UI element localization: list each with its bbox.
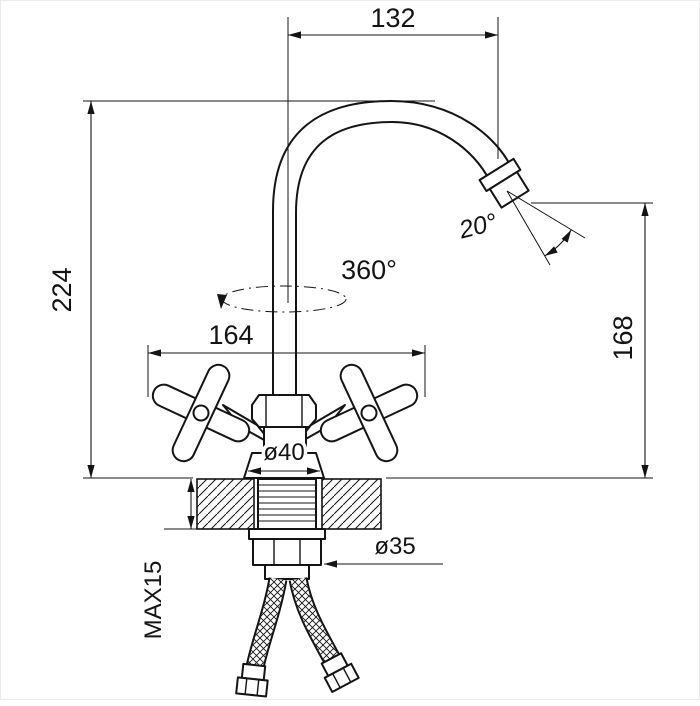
supply-hose-left <box>245 577 288 670</box>
dim-132-label: 132 <box>370 3 415 33</box>
hose-fitting-right <box>320 652 360 693</box>
angle-20-label: 20° <box>455 208 499 245</box>
right-handle <box>319 363 419 463</box>
rotation-arrow <box>217 294 227 309</box>
max15-label: MAX15 <box>140 561 167 640</box>
annotation-20: 20° <box>455 190 586 266</box>
dim-224-label: 224 <box>47 267 77 312</box>
dia-40-label: ø40 <box>263 439 304 466</box>
left-handle <box>151 363 251 463</box>
counter-section-left <box>196 478 255 530</box>
body-collar <box>251 394 317 428</box>
dia-35-label: ø35 <box>374 533 415 560</box>
dimension-164: 164 <box>147 320 426 397</box>
shank-stub <box>264 564 310 580</box>
washer <box>248 528 326 540</box>
dimension-dia35: ø35 <box>324 533 443 568</box>
dimension-168: 168 <box>386 202 653 479</box>
mounting-nut <box>252 538 322 566</box>
annotation-360: 360° <box>217 255 397 313</box>
dim-164-label: 164 <box>208 320 253 350</box>
mounting-nut-facets <box>273 539 301 565</box>
dim-168-label: 168 <box>608 315 638 360</box>
dimension-dia40: ø40 <box>248 436 320 475</box>
hose-fitting-left <box>235 662 269 698</box>
supply-hose-right <box>288 577 342 666</box>
body-neck <box>263 426 307 456</box>
spout-aerator <box>478 157 530 209</box>
faucet-body <box>151 100 530 698</box>
counter-section-right <box>321 478 382 530</box>
rotation-360-label: 360° <box>341 255 397 285</box>
dimension-max15: MAX15 <box>140 479 197 639</box>
body-collar-facets <box>265 395 303 427</box>
dimension-132: 132 <box>287 3 499 303</box>
dimension-224: 224 <box>47 100 435 479</box>
shank-threads <box>258 484 316 522</box>
